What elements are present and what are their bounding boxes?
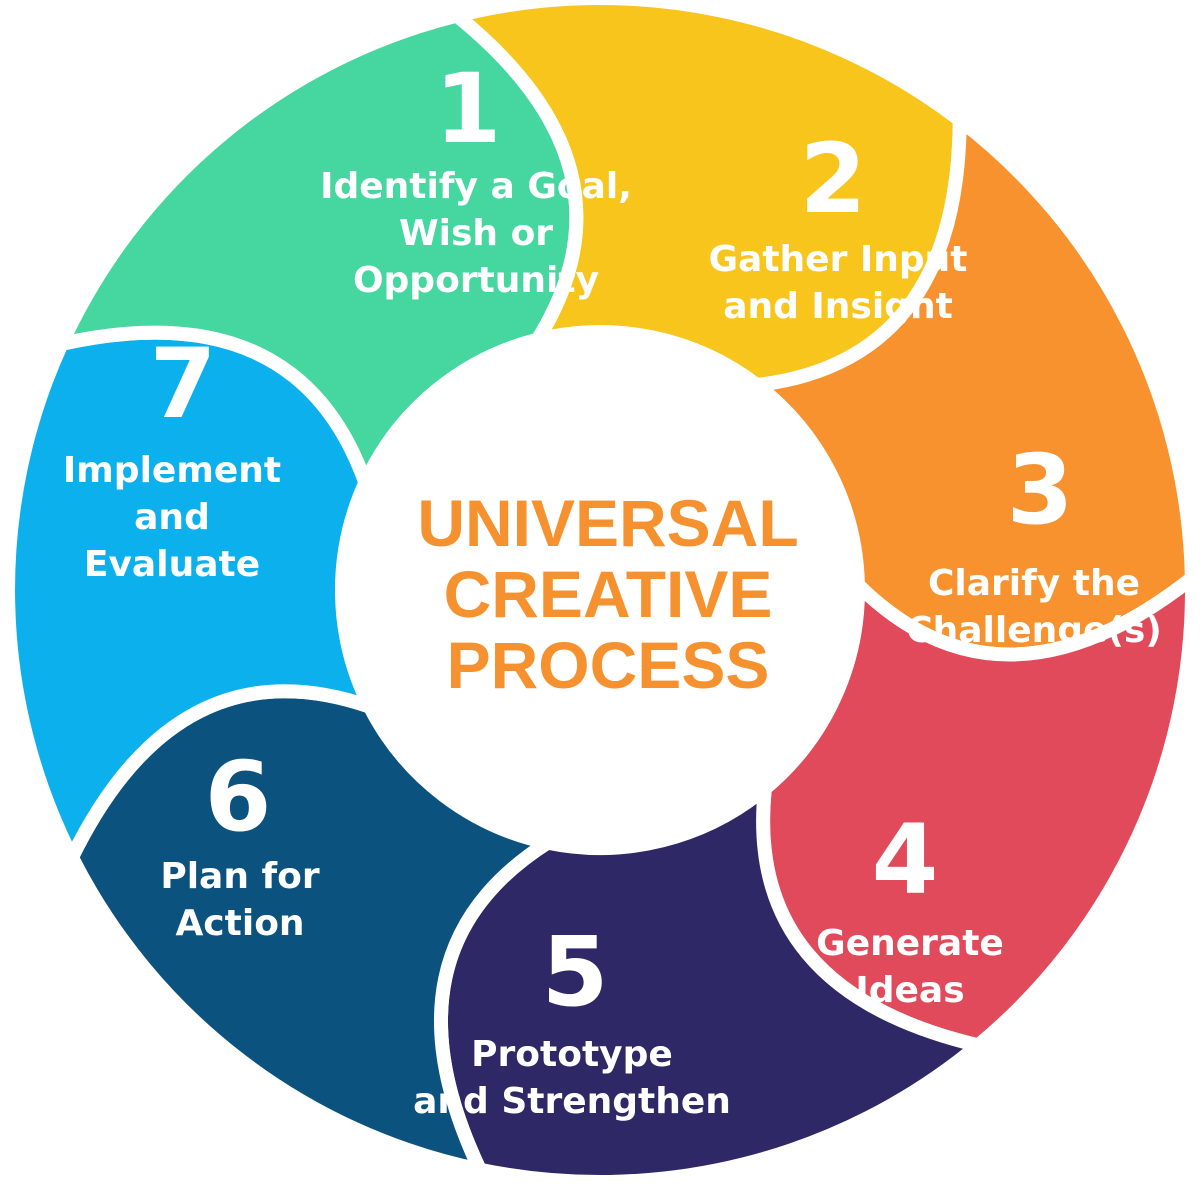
segment-3-number: 3 [1007,434,1074,546]
segment-1-number: 1 [435,53,502,165]
segment-6-label-line-1: Plan for [160,856,320,897]
center-circle [342,332,858,848]
segment-6-label-line-2: Action [175,903,304,944]
segment-7-number: 7 [150,328,217,440]
segment-4-label-line-2: Ideas [855,970,964,1011]
segment-4-label-line-1: Generate [816,923,1004,964]
segment-1-label-line-1: Identify a Goal, [320,166,632,207]
segment-7-label-line-3: Evaluate [84,544,260,585]
center-title-line-3: PROCESS [447,628,770,702]
segment-5-number: 5 [542,916,609,1028]
segment-2-label-line-2: and Insight [723,286,953,327]
segment-3-label-line-2: Challenge(s) [906,610,1162,651]
segment-5-label-line-2: and Strengthen [413,1081,731,1122]
segment-3-label-line-1: Clarify the [928,563,1140,604]
center-title-line-2: CREATIVE [444,557,773,631]
segment-2-number: 2 [800,123,867,235]
segment-5-label-line-1: Prototype [471,1034,673,1075]
segment-7-label-line-1: Implement [63,450,281,491]
segment-4-number: 4 [872,804,939,916]
segment-1-label-line-3: Opportunity [353,260,599,301]
segment-1-label-line-2: Wish or [399,213,553,254]
center-title-line-1: UNIVERSAL [417,486,798,560]
segment-7-label-line-2: and [134,497,210,538]
segment-2-label-line-1: Gather Input [708,239,967,280]
segment-7 [54,8,584,490]
segment-6-number: 6 [205,741,272,853]
